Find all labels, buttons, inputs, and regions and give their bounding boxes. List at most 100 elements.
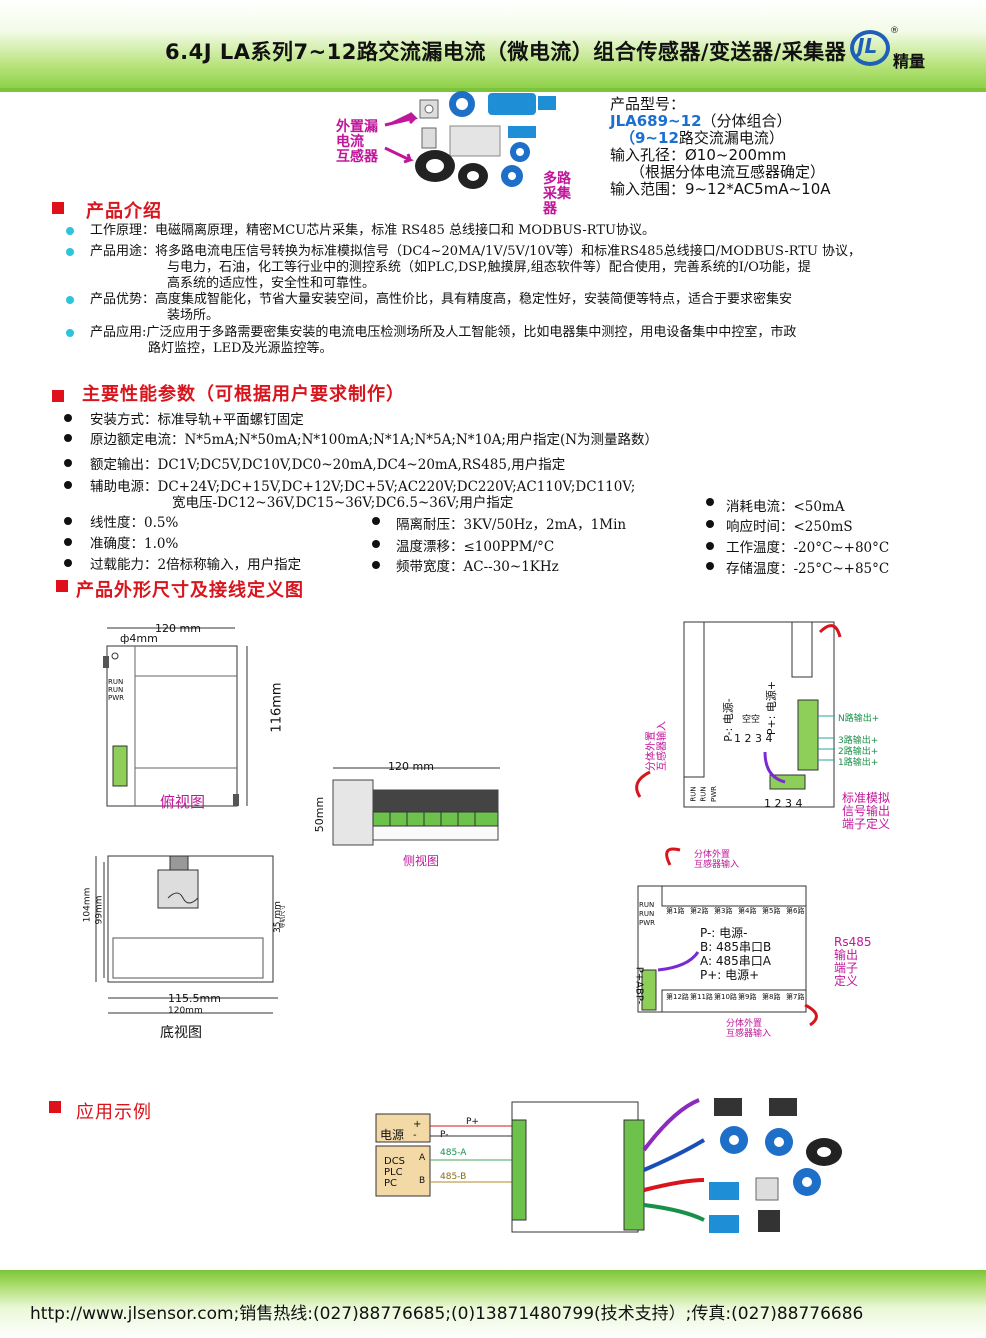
bullet-icon	[64, 481, 72, 489]
bottom-view-caption: 底视图	[160, 1025, 202, 1041]
spec-linearity: 线性度：0.5%	[90, 515, 179, 531]
intro-principle: 工作原理：电磁隔离原理，精密MCU芯片采集，标准 RS485 总线接口和 MOD…	[90, 223, 655, 238]
product-photo	[400, 88, 600, 193]
analog-led: PWR	[710, 785, 719, 803]
top-view-caption: 俯视图	[160, 793, 206, 811]
bullet-icon	[372, 561, 380, 569]
spec-consumption: 消耗电流：<50mA	[726, 499, 845, 515]
model-channels-line: （9~12路交流漏电流）	[620, 130, 784, 147]
bullet-icon	[66, 248, 74, 256]
rs485-top-ch: 第5路	[762, 907, 781, 915]
rs485-power-plus: P+: 电源+	[700, 968, 760, 982]
bullet-icon	[372, 540, 380, 548]
top-view-led: RUN	[108, 686, 124, 694]
model-code-line: JLA689~12（分体组合）	[610, 113, 792, 130]
rs485-title: Rs485 输出 端子 定义	[834, 935, 872, 988]
model-label: 产品型号：	[610, 95, 686, 113]
logo-mark: JL	[857, 34, 878, 58]
bullet-icon	[64, 414, 72, 422]
side-view-width: 120 mm	[388, 760, 434, 773]
bullet-icon	[64, 538, 72, 546]
intro-heading: 产品介绍	[86, 201, 162, 222]
section-marker	[49, 1101, 61, 1113]
analog-input-label: 分体外置 互感器输入	[646, 721, 668, 771]
rs485-bottom-ch: 第11路	[690, 993, 713, 1001]
bullet-icon	[66, 329, 74, 337]
spec-accuracy: 准确度：1.0%	[90, 536, 179, 552]
analog-led: RUN	[689, 786, 698, 802]
analog-output-3: 3路输出+	[838, 736, 879, 746]
analog-output-1: 1路输出+	[838, 758, 879, 768]
analog-connector: 1 2 3 4	[764, 797, 803, 810]
model-channels-rest: 路交流漏电流）	[678, 129, 784, 147]
intro-usage-cont: 高系统的适应性，安全性和可靠性。	[167, 276, 376, 291]
bottom-view-h1: 104mm	[82, 887, 93, 923]
example-host-plc: PLC	[384, 1167, 403, 1178]
rs485-led: RUN	[639, 910, 655, 918]
example-heading: 应用示例	[76, 1102, 152, 1123]
example-host-dcs: DCS	[384, 1156, 406, 1167]
bullet-icon	[706, 520, 714, 528]
example-art	[375, 1098, 842, 1233]
example-host-b: B	[419, 1176, 426, 1186]
spec-bandwidth: 频带宽度：AC--30~1KHz	[396, 559, 559, 575]
rs485-top-ch: 第3路	[714, 907, 733, 915]
collector-label: 多路 采集 器	[543, 171, 571, 217]
rs485-led: PWR	[639, 919, 656, 927]
analog-led: RUN	[699, 786, 708, 802]
intro-usage: 产品用途：将多路电流电压信号转换为标准模拟信号（DC4~20MA/1V/5V/1…	[90, 244, 862, 259]
spec-aux-power: 辅助电源：DC+24V;DC+15V,DC+12V;DC+5V;AC220V;D…	[90, 479, 636, 495]
logo-ring	[850, 30, 890, 66]
bullet-icon	[66, 296, 74, 304]
bullet-icon	[64, 559, 72, 567]
rs485-bottom-ch: 第10路	[714, 993, 737, 1001]
top-view-led: RUN	[108, 678, 124, 686]
brand-logo: JL ® 精量	[850, 26, 926, 72]
rs485-b: B: 485串口B	[700, 940, 772, 954]
analog-output-2: 2路输出+	[838, 747, 879, 757]
product-photo-art	[415, 91, 556, 189]
photo-arrows	[380, 110, 440, 174]
bullet-icon	[372, 517, 380, 525]
specs-heading: 主要性能参数（可根据用户要求制作）	[82, 384, 405, 405]
bullet-icon	[706, 562, 714, 570]
spec-drift: 温度漂移：≤100PPM/°C	[396, 539, 555, 555]
spec-rated-current: 原边额定电流：N*5mA;N*50mA;N*100mA;N*1A;N*5A;N*…	[90, 432, 659, 448]
rs485-top-ch: 第6路	[786, 907, 805, 915]
side-view-art	[332, 767, 500, 846]
analog-wiring-art	[635, 621, 842, 808]
analog-output-n: N路输出+	[838, 714, 880, 724]
bottom-view-h2: 99mm	[94, 895, 105, 925]
model-split: （分体组合）	[701, 112, 792, 130]
example-wire-a: 485-A	[440, 1148, 467, 1158]
example-wire-pminus: P-	[440, 1130, 449, 1140]
section-marker	[52, 390, 64, 402]
top-view-width: 120 mm	[155, 622, 201, 635]
rs485-power-minus: P-: 电源-	[700, 926, 748, 940]
logo-text: 精量	[893, 52, 926, 71]
footer-contact: http://www.jlsensor.com;销售热线:(027)887766…	[30, 1304, 864, 1324]
model-code: JLA689~12	[610, 112, 702, 130]
page-title: 6.4J LA系列7~12路交流漏电流（微电流）组合传感器/变送器/采集器	[165, 40, 847, 64]
rs485-connector: P+ABP-	[633, 966, 645, 1005]
spec-operating-temp: 工作温度：-20°C~+80°C	[726, 540, 890, 556]
sensor-label: 外置漏 电流 互感器	[336, 119, 378, 165]
example-wire-b: 485-B	[440, 1172, 467, 1182]
rs485-wiring-art	[637, 847, 818, 1027]
intro-application: 产品应用:广泛应用于多路需要密集安装的电流电压检测场所及人工智能领，比如电器集中…	[90, 325, 797, 340]
rs485-a: A: 485串口A	[700, 954, 771, 968]
analog-power-plus: P+: 电源+	[765, 680, 779, 736]
bottom-view-art	[95, 855, 278, 1014]
example-host-pc: PC	[384, 1178, 398, 1189]
rs485-led: RUN	[639, 901, 655, 909]
bullet-icon	[64, 517, 72, 525]
model-channels: （9~12	[620, 129, 679, 147]
example-power-plus: +	[413, 1119, 422, 1130]
example-wire-pplus: P+	[466, 1117, 479, 1127]
logo-registered: ®	[890, 26, 899, 36]
intro-application-cont: 路灯监控，LED及光源监控等。	[148, 341, 333, 356]
spec-rated-output: 额定输出：DC1V;DC5V,DC10V,DC0~20mA,DC4~20mA,R…	[90, 457, 566, 473]
analog-title: 标准模拟 信号输出 端子定义	[842, 791, 891, 831]
spec-isolation: 隔离耐压：3KV/50Hz，2mA，1Min	[396, 517, 627, 533]
rs485-top-ch: 第1路	[666, 907, 685, 915]
